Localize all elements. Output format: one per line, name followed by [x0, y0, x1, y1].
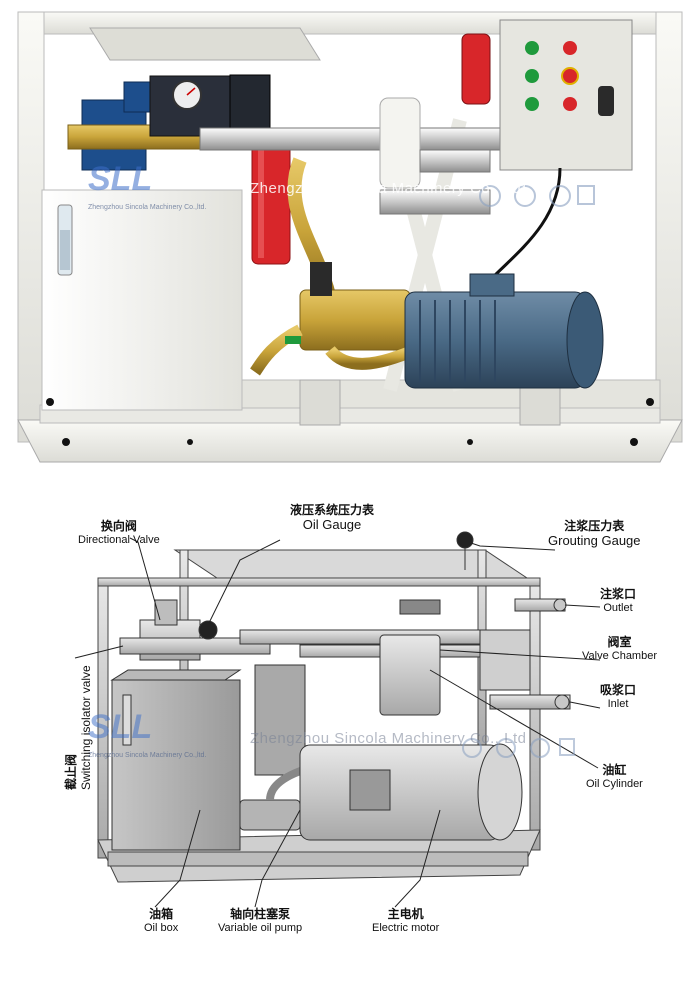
electric-motor-photo — [404, 273, 604, 389]
label-directional-valve: 换向阀 Directional Valve — [78, 519, 160, 546]
machine-photo: SLL Zhengzhou Sincola Machinery Co.,ltd.… — [0, 0, 700, 480]
label-valve-chamber: 阀室 Valve Chamber — [582, 635, 657, 662]
oil-tank — [41, 189, 243, 411]
label-oil-box: 油箱 Oil box — [144, 907, 179, 934]
valve-assembly-drawing — [119, 599, 531, 776]
labeled-diagram: 换向阀 Directional Valve 液压系统压力表 Oil Gauge … — [0, 480, 700, 982]
photo-illustration — [17, 11, 683, 463]
diagram-illustration — [74, 531, 601, 908]
oil-box-drawing — [110, 669, 242, 851]
label-variable-pump: 轴向柱塞泵 Variable oil pump — [218, 907, 303, 934]
certification-badges-photo — [479, 185, 595, 207]
label-grouting-gauge: 注浆压力表 Grouting Gauge — [548, 519, 641, 548]
machine-frame — [17, 11, 683, 463]
label-electric-motor: 主电机 Electric motor — [372, 907, 440, 934]
company-logo: SLL — [88, 160, 153, 198]
certification-badges-drawing — [462, 738, 575, 758]
label-oil-gauge: 液压系统压力表 Oil Gauge — [290, 503, 375, 532]
directional-valve-photo — [67, 74, 271, 171]
grouting-gauge-drawing — [456, 531, 474, 570]
label-outlet: 注浆口 Outlet — [600, 587, 637, 614]
watermark-text-drawing: Zhengzhou Sincola Machinery Co., Ltd — [250, 730, 527, 747]
frame-bolts — [46, 398, 654, 446]
company-logo-subtitle-drawing: Zhengzhou Sincola Machinery Co.,ltd. — [88, 752, 207, 759]
label-oil-cylinder: 油缸 Oil Cylinder — [586, 763, 643, 790]
control-box — [461, 19, 633, 282]
variable-pump-photo — [250, 157, 413, 376]
electric-motor-drawing — [299, 743, 523, 841]
leader-lines — [74, 537, 601, 908]
label-inlet: 吸浆口 Inlet — [600, 683, 637, 710]
company-logo-subtitle: Zhengzhou Sincola Machinery Co.,ltd. — [88, 204, 207, 211]
oil-cylinder-photo — [199, 97, 501, 215]
company-logo-drawing: SLL — [88, 708, 153, 746]
watermark-text: Zhengzhou Sincola Machinery Co., Ltd — [250, 180, 527, 197]
